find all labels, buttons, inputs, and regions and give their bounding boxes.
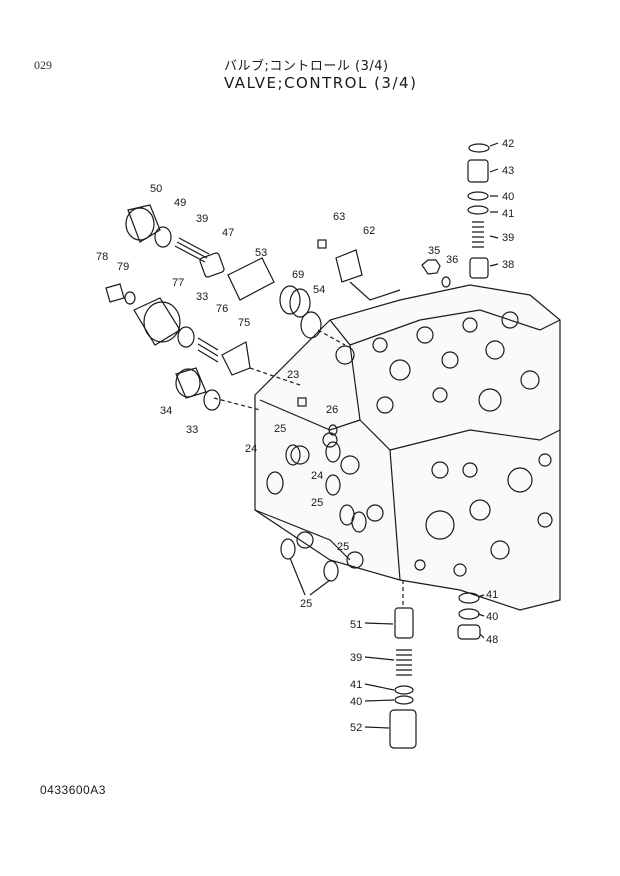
drawing-number: 0433600A3	[40, 783, 106, 797]
callout-52: 52	[350, 722, 362, 734]
callout-26: 26	[326, 404, 338, 416]
valve-body	[254, 284, 561, 611]
callout-38: 38	[502, 259, 514, 271]
callout-42: 42	[502, 138, 514, 150]
callout-62: 62	[363, 225, 375, 237]
callout-25-b: 25	[311, 497, 323, 509]
callout-25-a: 25	[274, 423, 286, 435]
callout-79: 79	[117, 261, 129, 273]
callout-75: 75	[238, 317, 250, 329]
callout-34: 34	[160, 405, 172, 417]
callout-33-lower: 33	[186, 424, 198, 436]
callout-24-mid: 24	[311, 470, 323, 482]
callout-50: 50	[150, 183, 162, 195]
callout-39-left: 39	[196, 213, 208, 225]
callout-77: 77	[172, 277, 184, 289]
callout-24-left: 24	[245, 443, 257, 455]
title-japanese: バルブ;コントロール (3/4)	[224, 59, 389, 74]
callout-39-bottom: 39	[350, 652, 362, 664]
callout-36: 36	[446, 254, 458, 266]
callout-49: 49	[174, 197, 186, 209]
callout-48: 48	[486, 634, 498, 646]
callout-35: 35	[428, 245, 440, 257]
callout-69: 69	[292, 269, 304, 281]
callout-76: 76	[216, 303, 228, 315]
callout-40-top: 40	[502, 191, 514, 203]
callout-39-top: 39	[502, 232, 514, 244]
callout-33-upper: 33	[196, 291, 208, 303]
callout-53: 53	[255, 247, 267, 259]
callout-40-right: 40	[486, 611, 498, 623]
callout-78: 78	[96, 251, 108, 263]
callout-25-c: 25	[337, 541, 349, 553]
callout-25-d: 25	[300, 598, 312, 610]
callout-41-bottom: 41	[350, 679, 362, 691]
callout-51: 51	[350, 619, 362, 631]
callout-47: 47	[222, 227, 234, 239]
title-english: VALVE;CONTROL (3/4)	[224, 74, 418, 92]
callout-43: 43	[502, 165, 514, 177]
callout-54: 54	[313, 284, 325, 296]
callout-41-top: 41	[502, 208, 514, 220]
callout-41-right: 41	[486, 589, 498, 601]
callout-23: 23	[287, 369, 299, 381]
callout-40-bottom: 40	[350, 696, 362, 708]
page-number: 029	[34, 58, 52, 72]
callout-63: 63	[333, 211, 345, 223]
